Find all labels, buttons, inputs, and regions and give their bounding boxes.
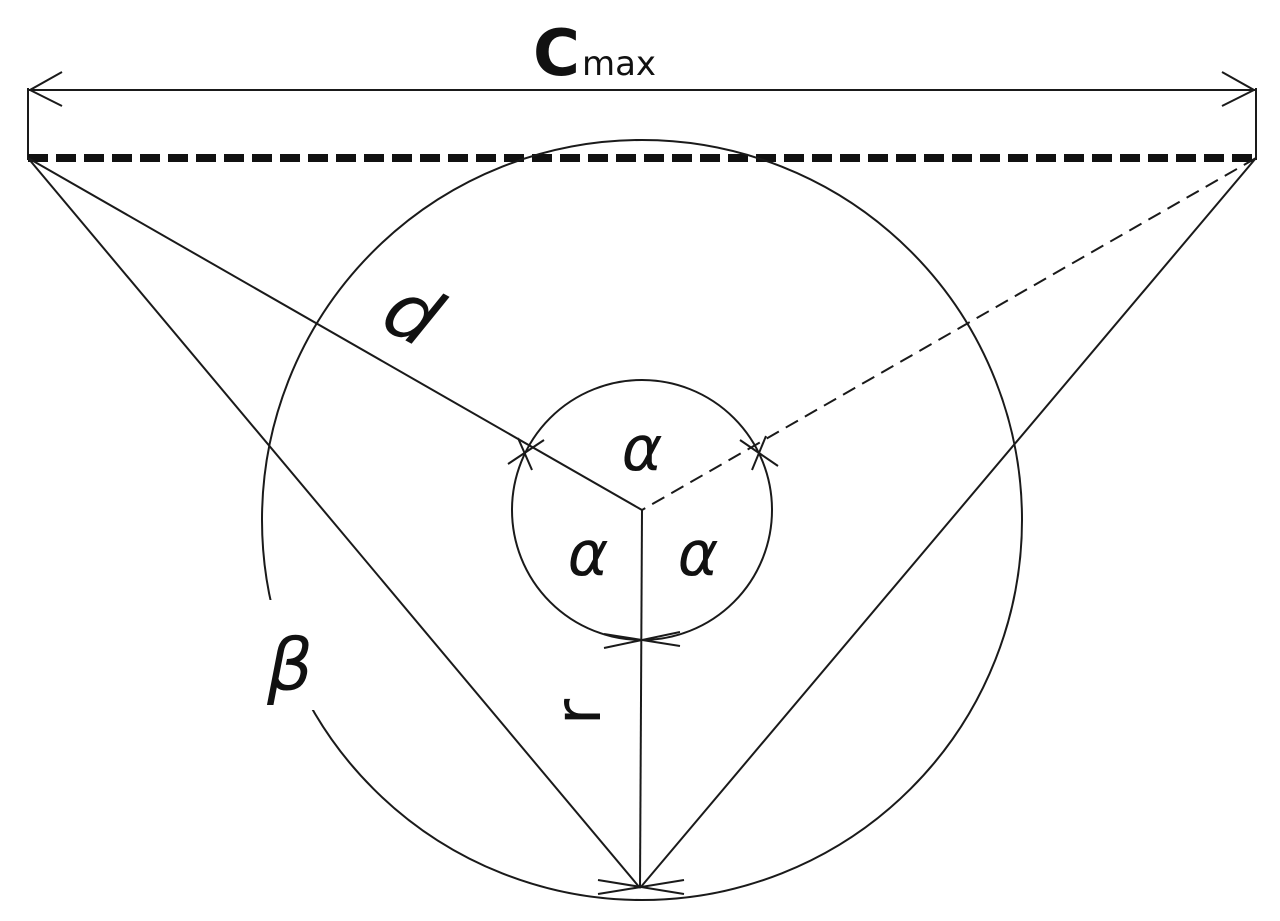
- cmax-arrow-right: [1221, 71, 1257, 107]
- cmax-label: Cmax: [533, 17, 656, 91]
- cmax-dimension: [27, 71, 1257, 160]
- alpha-label-top: α: [622, 412, 663, 485]
- cmax-arrow-left: [27, 71, 63, 107]
- cmax-main-letter: C: [533, 17, 580, 91]
- radius-line: [639, 509, 643, 889]
- line-right-to-bottom: [639, 157, 1257, 889]
- line-right-dashed-to-center: [641, 157, 1257, 511]
- line-d-to-center: [27, 157, 643, 511]
- beta-label-mask: [252, 600, 327, 710]
- inner-circle-tick-right: [739, 435, 779, 471]
- alpha-label-left: α: [568, 517, 609, 590]
- inner-circle-tick-bottom: [603, 631, 681, 649]
- line-left-to-bottom: [27, 157, 641, 889]
- outer-circle: [261, 139, 1023, 901]
- r-label: r: [542, 698, 616, 725]
- d-label: d: [369, 263, 455, 366]
- alpha-label-right: α: [678, 517, 719, 590]
- inner-circle-tick-left: [507, 437, 545, 471]
- bottom-point-mark: [597, 879, 685, 895]
- cmax-subscript: max: [582, 44, 656, 84]
- beta-label: β: [266, 623, 313, 707]
